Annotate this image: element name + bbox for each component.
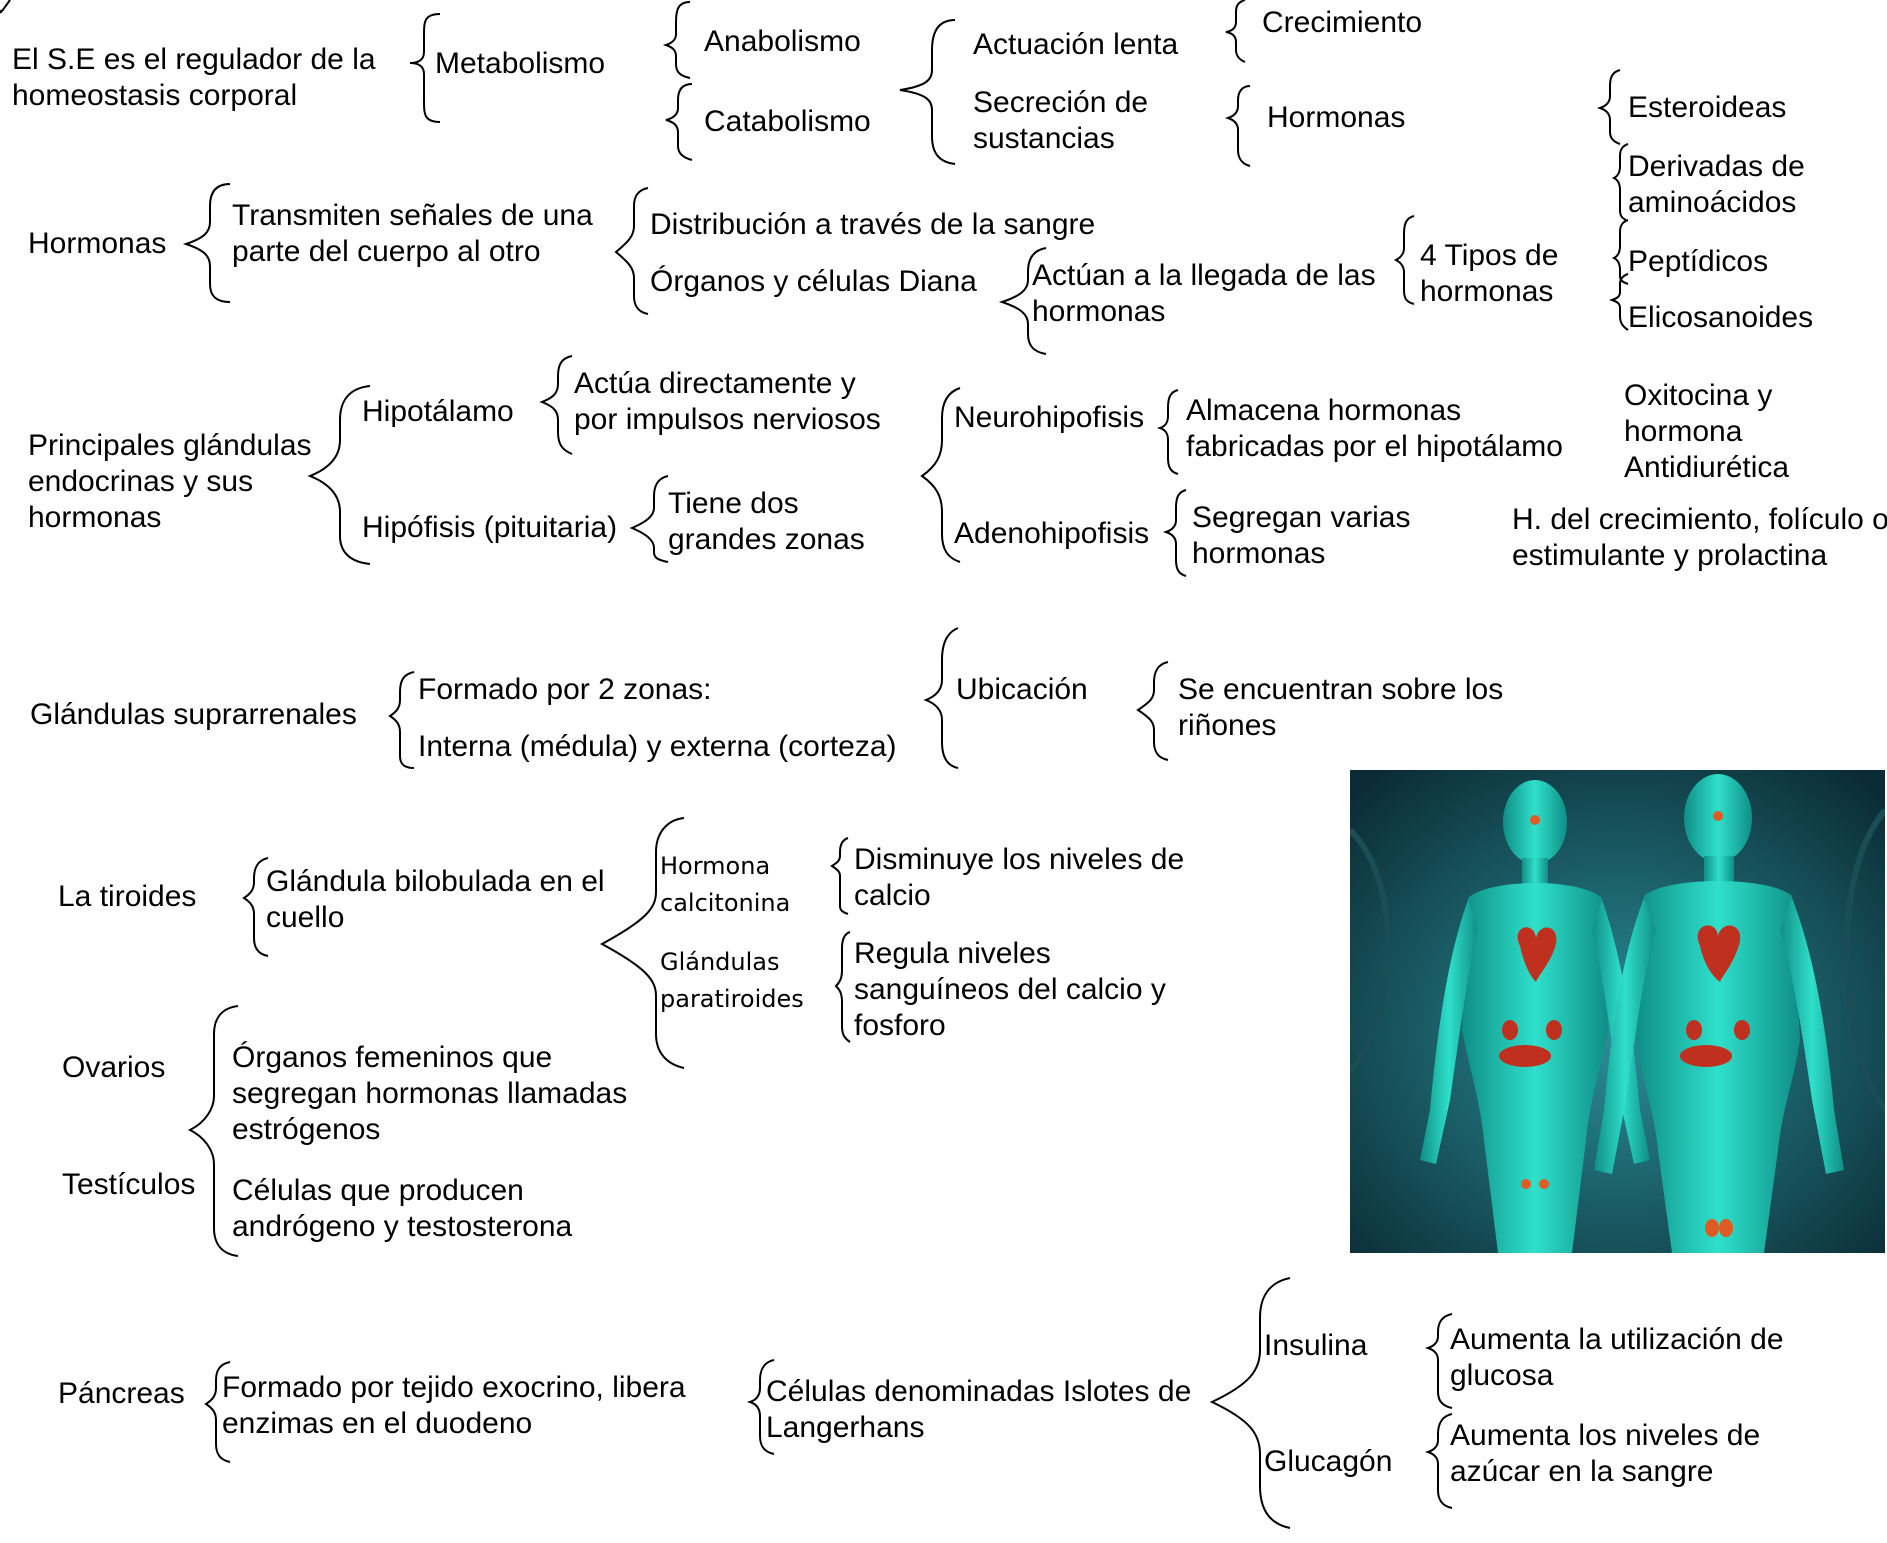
node-interna-externa: Interna (médula) y externa (corteza) [418,729,897,765]
node-formado-2-zonas: Formado por 2 zonas: [418,672,711,708]
brace [900,20,955,164]
node-disminuye: Disminuye los niveles de calcio [854,842,1184,914]
node-aumenta-azucar: Aumenta los niveles de azúcar en la sang… [1450,1418,1760,1490]
node-elicosanoides: Elicosanoides [1628,300,1813,336]
node-pancreas: Páncreas [58,1376,185,1412]
node-actua-directamente: Actúa directamente y por impulsos nervio… [574,366,881,438]
node-islotes: Células denominadas Islotes de Langerhan… [766,1374,1191,1446]
node-hipotalamo: Hipotálamo [362,394,514,430]
node-transmiten: Transmiten señales de una parte del cuer… [232,198,593,270]
node-h-crecimiento: H. del crecimiento, folículo o estimulan… [1512,502,1887,574]
node-tejido-exocrino: Formado por tejido exocrino, libera enzi… [222,1370,686,1442]
node-bilobulada: Glándula bilobulada en el cuello [266,864,605,936]
node-glucagon: Glucagón [1264,1444,1392,1480]
node-cuatro-tipos: 4 Tipos de hormonas [1420,238,1558,310]
node-peptidicos: Peptídicos [1628,244,1768,280]
node-calcitonina: Hormona calcitonina [660,848,790,922]
node-suprarrenales: Glándulas suprarrenales [30,697,357,733]
brace [0,0,10,12]
node-segregan-varias: Segregan varias hormonas [1192,500,1410,572]
brace [616,188,648,314]
node-actuacion-lenta: Actuación lenta [973,27,1178,63]
brace [1228,86,1250,166]
node-se-regulator: El S.E es el regulador de la homeostasis… [12,42,376,114]
brace [836,932,850,1042]
node-ubicacion: Ubicación [956,672,1088,708]
node-catabolismo: Catabolismo [704,104,871,140]
node-secrecion: Secreción de sustancias [973,85,1148,157]
node-insulina: Insulina [1264,1328,1367,1364]
node-derivadas: Derivadas de aminoácidos [1628,149,1805,221]
brace [1428,1414,1452,1508]
node-esteroideas: Esteroideas [1628,90,1786,126]
node-rinones: Se encuentran sobre los riñones [1178,672,1503,744]
node-almacena: Almacena hormonas fabricadas por el hipo… [1186,393,1563,465]
node-principales: Principales glándulas endocrinas y sus h… [28,428,312,536]
node-anabolismo: Anabolismo [704,24,861,60]
node-adenohipofisis: Adenohipofisis [954,516,1149,552]
node-hipofisis: Hipófisis (pituitaria) [362,510,617,546]
brace [1614,144,1628,220]
brace [1138,662,1168,760]
node-hormonas: Hormonas [28,226,166,262]
node-crecimiento: Crecimiento [1262,5,1422,41]
node-testiculos: Testículos [62,1167,195,1203]
brace [926,628,958,768]
node-metabolismo: Metabolismo [435,46,605,82]
brace [1212,1278,1290,1528]
node-distribucion: Distribución a través de la sangre [650,207,1095,243]
node-tiroides: La tiroides [58,879,196,915]
node-oxitocina: Oxitocina y hormona Antidiurética [1624,378,1789,486]
brace [832,838,848,914]
brace [1166,490,1186,576]
node-dos-zonas: Tiene dos grandes zonas [668,486,865,558]
brace [310,386,370,564]
brace [632,476,668,562]
node-celulas-producen: Células que producen andrógeno y testost… [232,1173,572,1245]
node-organos-diana: Órganos y células Diana [650,264,977,300]
node-ovarios: Ovarios [62,1050,165,1086]
brace [1226,0,1245,62]
brace [542,356,572,454]
node-organos-femeninos: Órganos femeninos que segregan hormonas … [232,1040,627,1148]
human-anatomy-illustration [1350,770,1885,1253]
brace [1428,1314,1452,1408]
brace [186,184,230,302]
node-regula: Regula niveles sanguíneos del calcio y f… [854,936,1166,1044]
brace [390,672,414,768]
node-actuan: Actúan a la llegada de las hormonas [1032,258,1376,330]
brace [1600,70,1620,144]
node-aumenta-glucosa: Aumenta la utilización de glucosa [1450,1322,1784,1394]
node-paratiroides: Glándulas paratiroides [660,944,804,1018]
brace [190,1006,238,1256]
brace [666,2,690,78]
brace [666,84,692,160]
endocrine-figures-icon [1350,770,1885,1253]
brace [1160,390,1178,474]
brace [1396,216,1414,304]
node-hormonas-tipo: Hormonas [1267,100,1405,136]
brace [244,858,268,956]
node-neurohipofisis: Neurohipofisis [954,400,1144,436]
